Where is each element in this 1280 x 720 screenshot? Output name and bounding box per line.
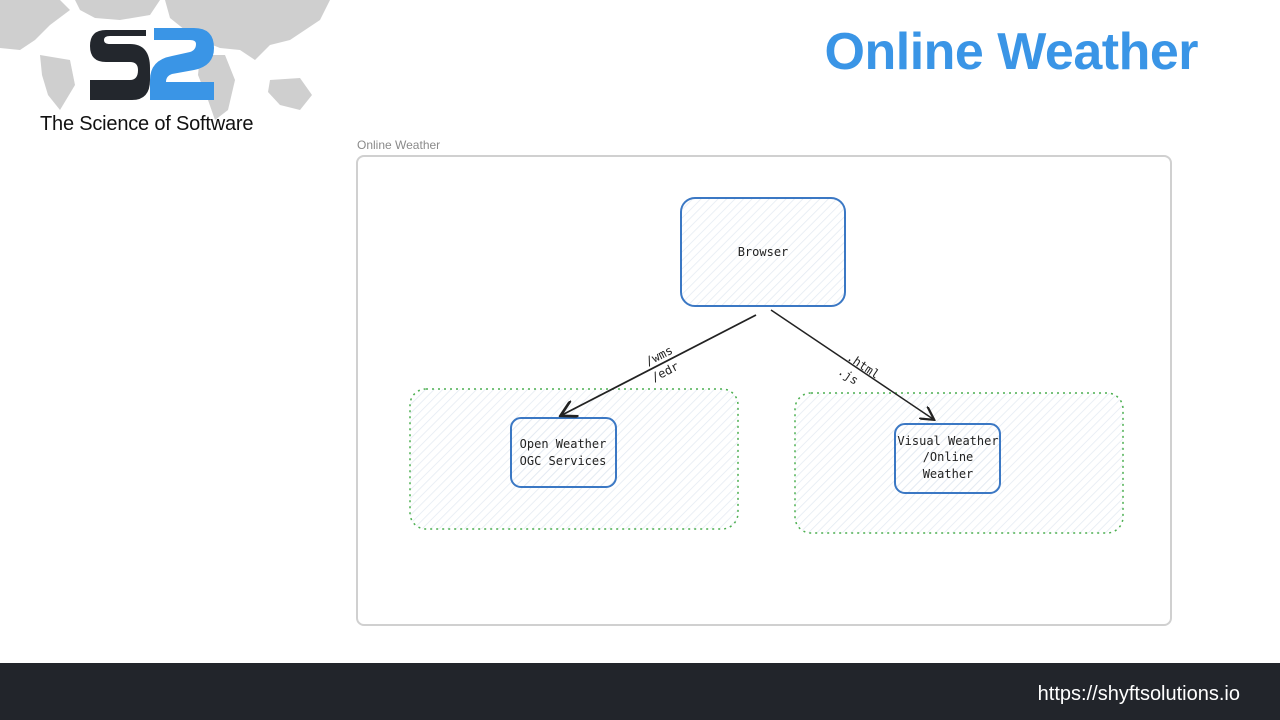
visual-node-label-line3: Weather [923, 467, 974, 481]
edge-browser-to-ogc [562, 314, 757, 415]
brand-tagline: The Science of Software [40, 113, 254, 135]
footer-url: https://shyftsolutions.io [1037, 683, 1240, 705]
world-map-background [0, 0, 330, 120]
frame-label: Online Weather [357, 138, 441, 152]
edge-browser-to-visual [770, 309, 933, 419]
footer-bar: https://shyftsolutions.io [0, 663, 1280, 720]
browser-node-label: Browser [738, 245, 789, 259]
ogc-node-label-line1: Open Weather [520, 437, 607, 451]
visual-node-label-line2: /Online [923, 450, 974, 464]
ogc-node-label-line2: OGC Services [520, 454, 607, 468]
ogc-services-node [510, 417, 617, 488]
visual-node-label-line1: Visual Weather [897, 434, 998, 448]
visual-weather-node [894, 423, 1001, 494]
page-title: Online Weather [824, 23, 1199, 81]
diagram-frame [356, 155, 1172, 626]
s2-logo: S2 [90, 28, 214, 100]
browser-node [680, 197, 846, 307]
